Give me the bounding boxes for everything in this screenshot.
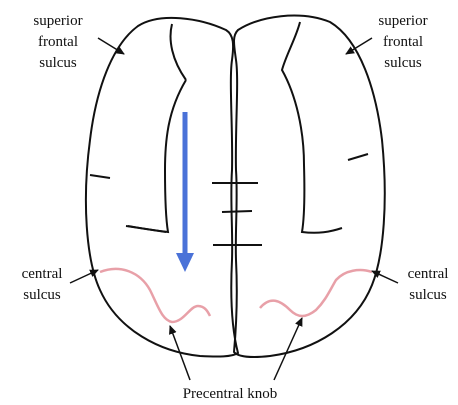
pointer-knob-left (170, 326, 190, 380)
central-sulcus-right (260, 270, 372, 316)
left-hemisphere-outline (86, 18, 238, 357)
label-superior-frontal-sulcus-right: superior frontal sulcus (355, 11, 451, 74)
label-central-sulcus-right: central sulcus (399, 264, 457, 306)
label-precentral-knob: Precentral knob (150, 384, 310, 405)
label-central-sulcus-left: central sulcus (10, 264, 74, 306)
superior-frontal-sulcus-left (128, 24, 186, 232)
pointer-cs-left (70, 270, 98, 283)
sulcus-left-small-1 (90, 175, 110, 178)
sulcus-right-small-1 (348, 154, 368, 160)
sulcus-left-small-2 (126, 226, 166, 232)
pointer-cs-right (372, 271, 398, 283)
midline-sulcus-2 (222, 211, 252, 212)
label-superior-frontal-sulcus-left: superior frontal sulcus (10, 11, 106, 74)
superior-frontal-sulcus-right (282, 22, 342, 233)
direction-arrowhead (176, 253, 194, 272)
